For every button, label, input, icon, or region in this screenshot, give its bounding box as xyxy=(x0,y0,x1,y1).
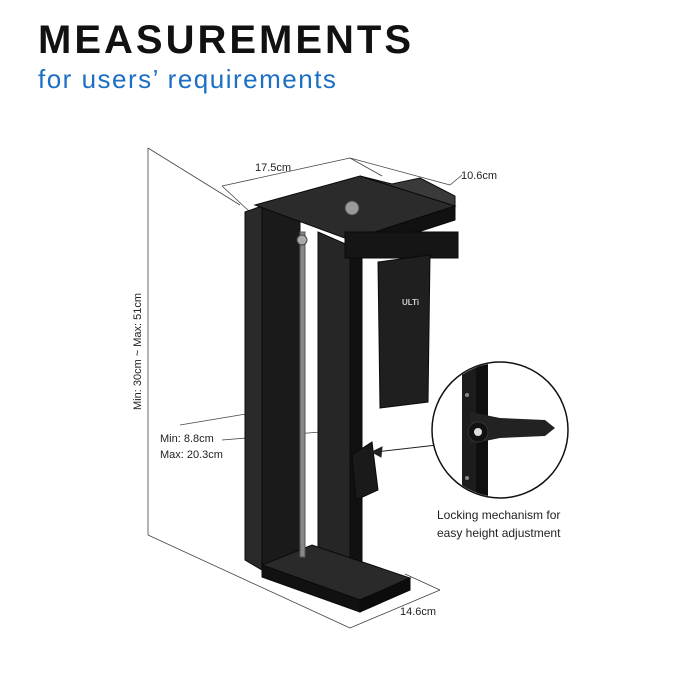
dimension-lines xyxy=(147,147,463,629)
bracket-body xyxy=(244,175,459,613)
top-width-label: 17.5cm xyxy=(255,162,292,174)
zoom-circle xyxy=(431,361,569,499)
top-depth-label: 10.6cm xyxy=(461,170,498,182)
callout-line-1: Locking mechanism for xyxy=(437,508,561,522)
height-range-label: Min: 30cm ~ Max: 51cm xyxy=(132,292,144,410)
locking-callout: Locking mechanism for easy height adjust… xyxy=(437,506,560,542)
width-max-label: Max: 20.3cm xyxy=(160,449,223,461)
width-min-label: Min: 8.8cm xyxy=(160,433,214,445)
page-title: MEASUREMENTS xyxy=(38,18,415,62)
page-subtitle: for users’ requirements xyxy=(38,64,338,94)
callout-line-2: easy height adjustment xyxy=(437,526,561,540)
product-logo-text: ULTi xyxy=(402,298,420,307)
callout-arrow xyxy=(370,444,438,458)
base-depth-label: 14.6cm xyxy=(400,606,437,618)
